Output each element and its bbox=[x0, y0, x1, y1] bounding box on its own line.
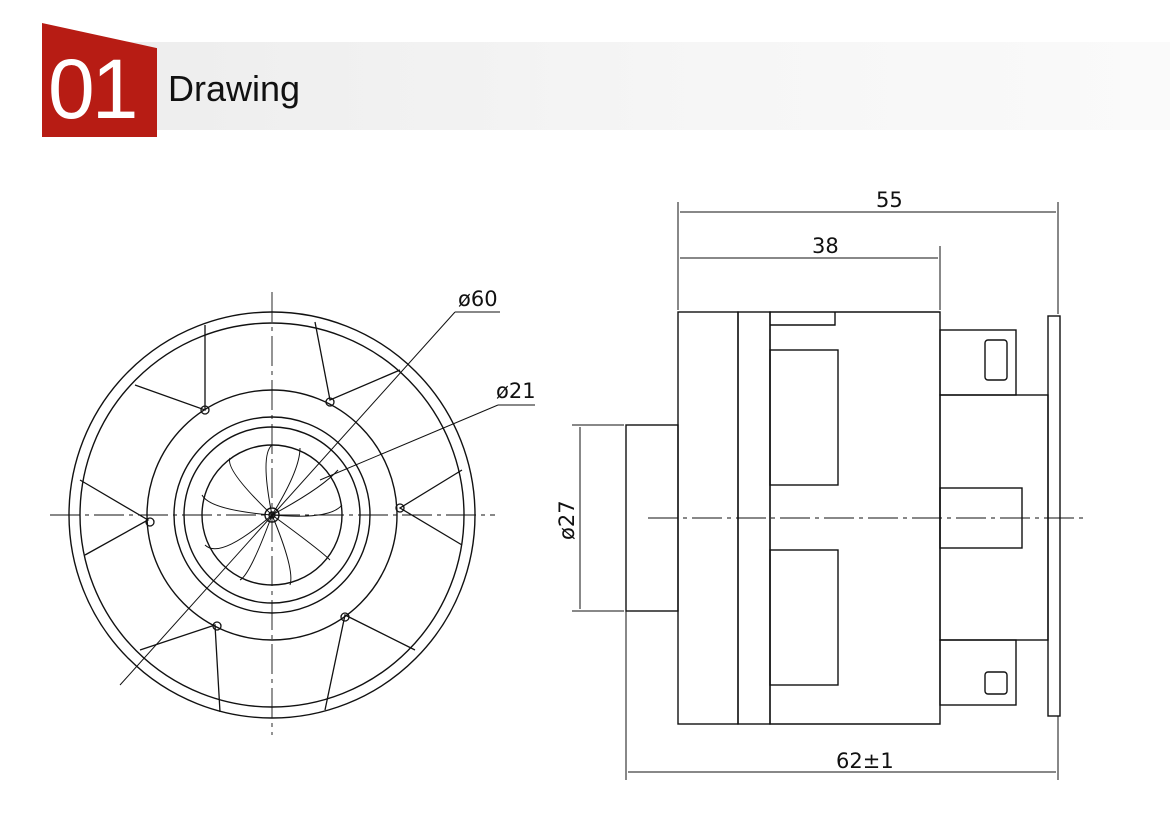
dim-55: 55 bbox=[876, 188, 903, 212]
header-band bbox=[42, 42, 1170, 130]
dimension-lines bbox=[572, 202, 1059, 780]
front-view bbox=[50, 292, 535, 735]
spokes bbox=[79, 321, 463, 713]
dim-diameter-27: ø27 bbox=[555, 500, 579, 540]
section-title: Drawing bbox=[168, 68, 301, 109]
side-view bbox=[625, 311, 1088, 725]
dim-62: 62±1 bbox=[836, 749, 894, 773]
section-number: 01 bbox=[48, 42, 138, 136]
dim-38: 38 bbox=[812, 234, 839, 258]
dim-diameter-60: ø60 bbox=[458, 287, 498, 311]
dim-diameter-21: ø21 bbox=[496, 379, 536, 403]
